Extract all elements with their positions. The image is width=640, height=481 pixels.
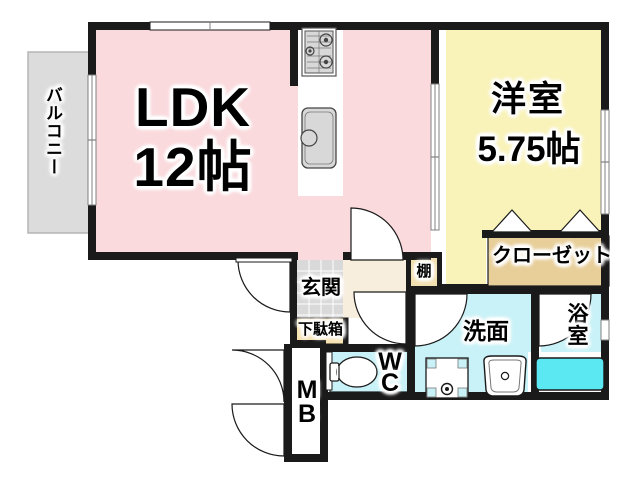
bathtub bbox=[535, 357, 605, 391]
entry-door[interactable] bbox=[235, 257, 293, 313]
washer-pan bbox=[425, 357, 469, 399]
kitchen-sink bbox=[300, 107, 337, 169]
toilet bbox=[329, 356, 378, 388]
genkan-area bbox=[297, 260, 343, 322]
shelf-area bbox=[410, 256, 438, 288]
closet-doors[interactable] bbox=[490, 209, 602, 233]
bath-door[interactable] bbox=[538, 293, 592, 347]
washroom-inner-door[interactable] bbox=[414, 293, 468, 347]
bedroom-area bbox=[446, 22, 609, 230]
ldk-bedroom-door[interactable] bbox=[430, 83, 440, 231]
kitchen-lower-pink bbox=[298, 196, 343, 260]
balcony-window bbox=[87, 74, 97, 206]
mb-doors[interactable] bbox=[231, 349, 285, 457]
senmen-door[interactable] bbox=[353, 291, 407, 345]
bedroom-closet-gap bbox=[446, 230, 486, 292]
closet-area bbox=[488, 236, 609, 292]
bedroom-window bbox=[600, 109, 610, 215]
vanity-basin bbox=[483, 355, 527, 397]
ldk-area bbox=[88, 22, 298, 260]
ldk-top-window bbox=[149, 21, 271, 31]
balcony-area bbox=[27, 51, 91, 234]
gas-stove bbox=[301, 27, 337, 77]
genkan-tile-grid bbox=[297, 260, 343, 322]
bath-window bbox=[600, 319, 610, 341]
ldk-hall-door[interactable] bbox=[350, 207, 404, 261]
